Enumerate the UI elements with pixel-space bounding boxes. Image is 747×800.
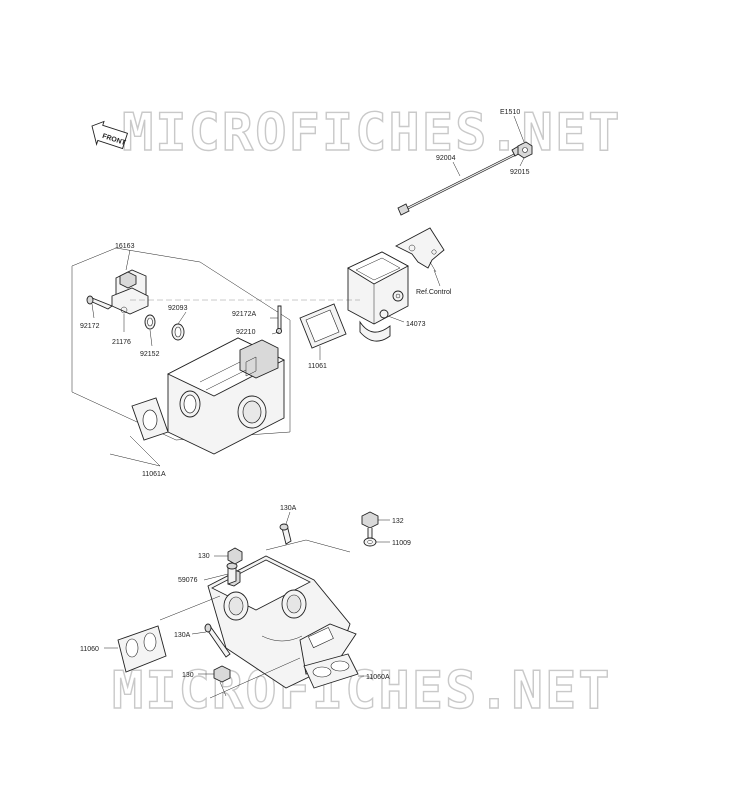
label-11060: 11060: [80, 646, 99, 653]
label-11009: 11009: [392, 540, 411, 547]
label-11061: 11061: [308, 363, 327, 370]
gasket-11061a: [131, 397, 169, 441]
leader-lines-top: [91, 115, 525, 467]
label-130a-top: 130A: [280, 505, 297, 512]
label-21176: 21176: [112, 339, 131, 346]
label-92015: 92015: [510, 169, 530, 176]
gasket-11060: [117, 625, 167, 673]
bolt-130a-top: [279, 523, 292, 545]
label-92152: 92152: [140, 351, 160, 358]
bolt-130a-mid: [204, 623, 231, 658]
label-92093: 92093: [168, 305, 188, 312]
label-11060a: 11060A: [366, 674, 390, 681]
bolt-132: [361, 511, 379, 539]
label-14073: 14073: [406, 321, 426, 328]
watermark-bottom: MICROFICHES.NET: [112, 661, 612, 721]
leader-lines-bottom: [104, 511, 390, 699]
label-16163: 16163: [115, 243, 135, 250]
label-11061a: 11061A: [142, 471, 166, 478]
label-130a-mid: 130A: [174, 632, 191, 639]
label-92210: 92210: [236, 329, 256, 336]
oring-92152: [144, 314, 156, 330]
gasket-11061: [299, 303, 347, 349]
washer-11009: [363, 537, 377, 547]
intake-manifold: [207, 555, 357, 689]
front-arrow-icon: FRONT: [91, 120, 129, 150]
bolt-130-bot: [213, 665, 231, 697]
label-92172: 92172: [80, 323, 100, 330]
label-130-bot: 130: [182, 672, 194, 679]
label-132: 132: [392, 518, 404, 525]
label-59076: 59076: [178, 577, 198, 584]
throttle-body: [166, 337, 286, 455]
screw-92172a: [275, 305, 283, 335]
washer-92093: [171, 323, 185, 341]
screw-92172: [86, 295, 113, 310]
bolt-130-top: [227, 547, 243, 565]
control-bracket: [395, 227, 445, 273]
fitting-59076: [226, 562, 238, 585]
air-box-14073: [347, 251, 409, 342]
label-92004: 92004: [436, 155, 456, 162]
label-e1510: E1510: [500, 109, 520, 116]
throttle-sensor-16163: [111, 269, 149, 315]
label-92172a: 92172A: [232, 311, 256, 318]
gasket-11060a: [303, 653, 359, 689]
nut-92015: [517, 141, 533, 159]
label-ref-control: Ref.Control: [416, 289, 452, 296]
watermark-top: MICROFICHES.NET: [122, 103, 622, 163]
label-130-top: 130: [198, 553, 210, 560]
